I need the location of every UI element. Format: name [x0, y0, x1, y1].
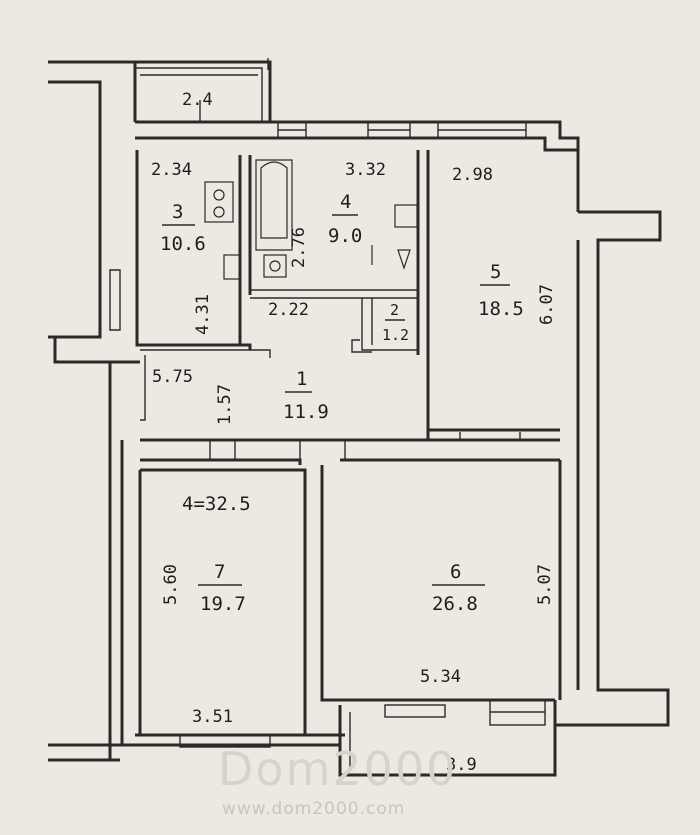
watermark-logo: Dom2000: [218, 742, 457, 796]
room-1: 1 11.9 5.75 1.57: [152, 367, 329, 425]
balcony-top-dim: 2.4: [182, 90, 213, 110]
room-2-number: 2: [390, 301, 399, 319]
room-7-length: 5.60: [161, 564, 181, 605]
windows-top: [277, 121, 527, 139]
outer-walls: [48, 60, 670, 762]
room-3-width: 2.34: [151, 160, 192, 180]
room-5-number: 5: [490, 261, 501, 283]
room-4-number: 4: [340, 191, 351, 213]
room-7-width: 3.51: [192, 707, 233, 727]
total-area-label: 4=32.5: [182, 493, 251, 515]
balcony-top: [135, 58, 272, 122]
room-3: 3 10.6 2.34 4.31: [151, 160, 213, 335]
room-6: 6 26.8 5.34 5.07: [420, 561, 555, 687]
room-6-area: 26.8: [432, 593, 478, 615]
room-7: 7 19.7 5.60 3.51: [161, 561, 246, 727]
room-6-number: 6: [450, 561, 461, 583]
room-2-width: 2.22: [268, 300, 309, 320]
room-1-number: 1: [296, 368, 307, 390]
room-3-area: 10.6: [160, 233, 206, 255]
room-3-length: 4.31: [193, 294, 213, 335]
room-6-length: 5.07: [535, 564, 555, 605]
room-1-width: 1.57: [215, 384, 235, 425]
room-1-length: 5.75: [152, 367, 193, 387]
balcony-bottom: [179, 699, 557, 777]
interior-walls-upper: [135, 150, 560, 442]
watermark-url: www.dom2000.com: [222, 799, 405, 819]
interior-walls-lower: [138, 438, 562, 735]
room-5: 5 18.5 2.98 6.07: [452, 165, 557, 325]
room-2-area: 1.2: [382, 326, 409, 344]
room-4-area: 9.0: [328, 225, 362, 247]
room-2: 2 1.2 2.22: [268, 300, 409, 344]
room-4: 4 9.0 3.32 2.76: [289, 160, 386, 268]
room-5-length: 6.07: [537, 284, 557, 325]
room-1-area: 11.9: [283, 401, 329, 423]
room-3-number: 3: [172, 201, 183, 223]
room-7-area: 19.7: [200, 593, 246, 615]
room-5-area: 18.5: [478, 298, 524, 320]
fixtures: [204, 159, 418, 280]
room-4-length: 2.76: [289, 227, 309, 268]
room-5-width: 2.98: [452, 165, 493, 185]
balcony-bottom-dim: 3.9: [446, 755, 477, 775]
room-4-width: 3.32: [345, 160, 386, 180]
room-6-width: 5.34: [420, 667, 461, 687]
room-7-number: 7: [214, 561, 225, 583]
